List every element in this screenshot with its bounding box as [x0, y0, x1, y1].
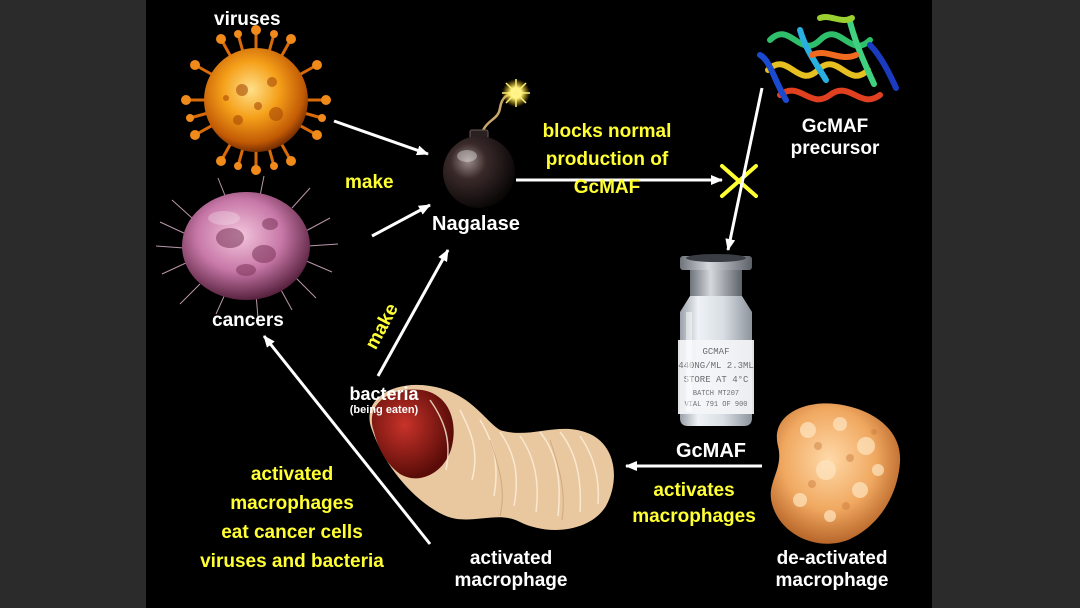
- label-deactivated-line2: macrophage: [775, 570, 889, 591]
- label-nagalase: Nagalase: [432, 213, 520, 235]
- label-activated-line2: macrophage: [454, 570, 568, 591]
- label-blocks-line2: production of: [545, 149, 669, 170]
- block-x-icon: [720, 164, 758, 198]
- label-macrophages-eat: activated macrophages eat cancer cells v…: [170, 460, 414, 576]
- arrow-precursor-to-vial: [725, 87, 764, 251]
- label-deactivated-macrophage: de-activated macrophage: [752, 548, 912, 592]
- protein-structure-illustration: [757, 14, 899, 103]
- activated-macrophage-illustration: [369, 384, 614, 530]
- arrow-bacteria-to-nagalase: [376, 249, 450, 377]
- label-eat-line2: macrophages: [230, 493, 354, 514]
- label-blocks-line1: blocks normal: [542, 121, 672, 142]
- label-gcmaf-precursor: GcMAF precursor: [780, 116, 890, 160]
- label-precursor-line1: GcMAF: [801, 116, 869, 137]
- arrow-macrophage-to-cancers: [262, 335, 432, 545]
- vial-label-line1: GCMAF: [702, 347, 729, 357]
- vial-label-line2: 440NG/ML 2.3ML: [678, 361, 754, 371]
- label-blocks-production: blocks normal production of GcMAF: [522, 118, 692, 202]
- label-eat-line1: activated: [250, 464, 334, 485]
- label-make-top: make: [345, 172, 394, 193]
- label-activated-macrophage: activated macrophage: [436, 548, 586, 592]
- deactivated-macrophage-illustration: [770, 403, 901, 544]
- label-activates-line1: activates: [653, 480, 735, 501]
- virus-illustration: [181, 25, 331, 175]
- vial-label-line3: STORE AT 4°C: [684, 375, 749, 385]
- label-gcmaf: GcMAF: [676, 440, 746, 462]
- arrow-viruses-to-nagalase: [333, 119, 429, 156]
- label-activates-line2: macrophages: [632, 506, 756, 527]
- label-precursor-line2: precursor: [790, 138, 880, 159]
- vial-illustration: GCMAF 440NG/ML 2.3ML STORE AT 4°C BATCH …: [678, 254, 754, 426]
- label-cancers: cancers: [212, 310, 284, 331]
- label-activates-macrophages: activates macrophages: [614, 478, 774, 530]
- label-deactivated-line1: de-activated: [776, 548, 888, 569]
- cancer-cell-illustration: [155, 175, 339, 319]
- label-eat-line3: eat cancer cells: [221, 522, 363, 543]
- label-eat-line4: viruses and bacteria: [200, 551, 384, 572]
- label-bacteria: bacteria (being eaten): [324, 384, 444, 416]
- label-activated-line1: activated: [469, 548, 553, 569]
- bomb-icon: [443, 79, 530, 208]
- diagram-arrows: [262, 87, 764, 545]
- label-bacteria-main: bacteria: [349, 384, 419, 404]
- arrow-cancers-to-nagalase: [371, 203, 431, 238]
- vial-label-line4: BATCH MT207: [693, 390, 739, 398]
- vial-label-line5: VIAL 791 OF 900: [684, 401, 747, 409]
- label-viruses: viruses: [214, 9, 281, 30]
- label-being-eaten: (being eaten): [349, 404, 419, 417]
- label-blocks-line3: GcMAF: [573, 177, 641, 198]
